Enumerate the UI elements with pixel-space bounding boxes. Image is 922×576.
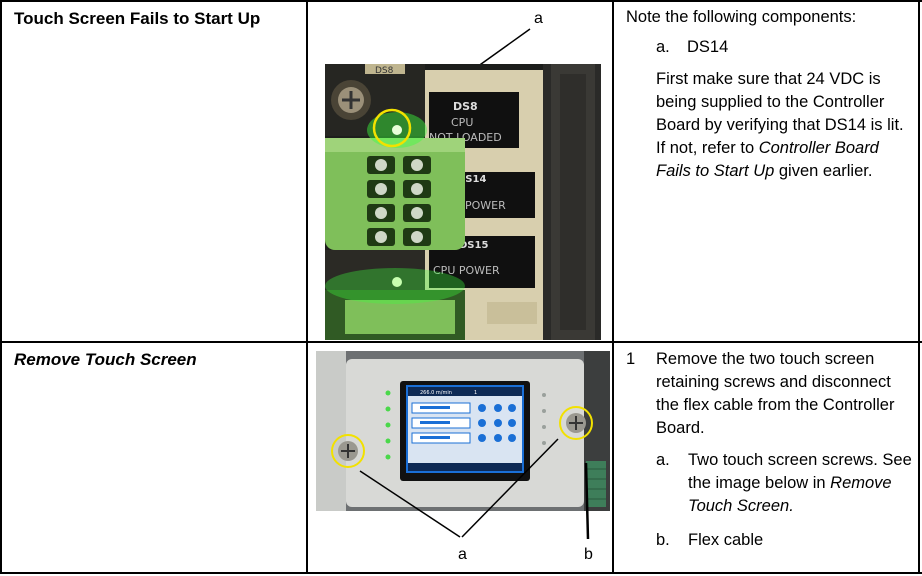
callout-leader-lines: [359, 438, 590, 540]
substep-a-text: Two touch screen screws. See the image b…: [688, 451, 912, 492]
callout-label-a: a: [534, 10, 543, 27]
intro-text: Note the following components:: [626, 8, 857, 26]
substep-marker-a: a.: [656, 451, 670, 469]
callout-label-a: a: [458, 546, 467, 563]
table-col-divider-1: [306, 0, 308, 574]
touch-screen-photo: 266.0 m/min 1: [316, 351, 610, 511]
table-border-left: [0, 0, 2, 574]
photo-cell-controller-board: a DS8 DS8 CPU NOT LOADED: [308, 2, 612, 341]
step-1-text: Remove the two touch screen retaining sc…: [656, 350, 895, 437]
photo-tag-ds8: DS8: [453, 100, 478, 113]
screen-count: 1: [474, 390, 477, 396]
verification-paragraph: First make sure that 24 VDC is being sup…: [626, 68, 912, 183]
table-row-divider: [0, 341, 922, 343]
component-name-ds14: DS14: [687, 38, 729, 56]
photo-tag-cpu-power: CPU POWER: [433, 264, 500, 277]
controller-board-illustration: DS8 DS8 CPU NOT LOADED DS14 POWER DS15 C…: [325, 64, 601, 340]
step-number: 1: [626, 350, 636, 368]
photo-tag-ds15: DS15: [459, 240, 488, 251]
substep-marker-b: b.: [656, 531, 670, 549]
photo-cell-touch-screen: 266.0 m/min 1: [308, 343, 612, 572]
photo-tag-top: DS8: [375, 66, 394, 76]
row-title-remove-touch-screen: Remove Touch Screen: [14, 350, 197, 369]
table-border-right: [918, 0, 920, 574]
substep-b: b. Flex cable: [626, 529, 916, 552]
substep-a: a. Two touch screen screws. See the imag…: [626, 449, 916, 518]
step-1: 1 Remove the two touch screen retaining …: [626, 348, 916, 440]
photo-tag-cpu: CPU: [451, 116, 473, 129]
row-1-instructions: Note the following components: a. DS14 Fi…: [626, 6, 912, 183]
callout-label-b: b: [584, 546, 593, 563]
list-marker-a: a.: [656, 38, 670, 56]
row-2-instructions: 1 Remove the two touch screen retaining …: [626, 348, 916, 552]
paragraph-text-2: given earlier.: [774, 162, 873, 180]
substep-a-reference: Remove Touch Screen.: [688, 474, 892, 515]
paragraph-text-1: First make sure that 24 VDC is being sup…: [656, 70, 904, 157]
table-col-divider-2: [612, 0, 614, 574]
photo-tag-ds14: DS14: [457, 174, 486, 185]
table-border-bottom: [0, 572, 922, 574]
controller-board-photo: DS8 DS8 CPU NOT LOADED DS14 POWER DS15 C…: [325, 64, 601, 340]
table-border-top: [0, 0, 922, 2]
touch-screen-illustration: 266.0 m/min 1: [316, 351, 610, 511]
component-list-item-a: a. DS14: [626, 36, 912, 59]
row-title-touch-screen-fails: Touch Screen Fails to Start Up: [14, 9, 261, 28]
substep-a-body: Two touch screen screws. See the image b…: [688, 449, 916, 518]
screen-speed-readout: 266.0 m/min: [420, 390, 452, 396]
substep-b-text: Flex cable: [688, 531, 764, 549]
photo-tag-power: POWER: [465, 199, 506, 212]
cross-reference-italic: Controller Board Fails to Start Up: [656, 139, 879, 180]
